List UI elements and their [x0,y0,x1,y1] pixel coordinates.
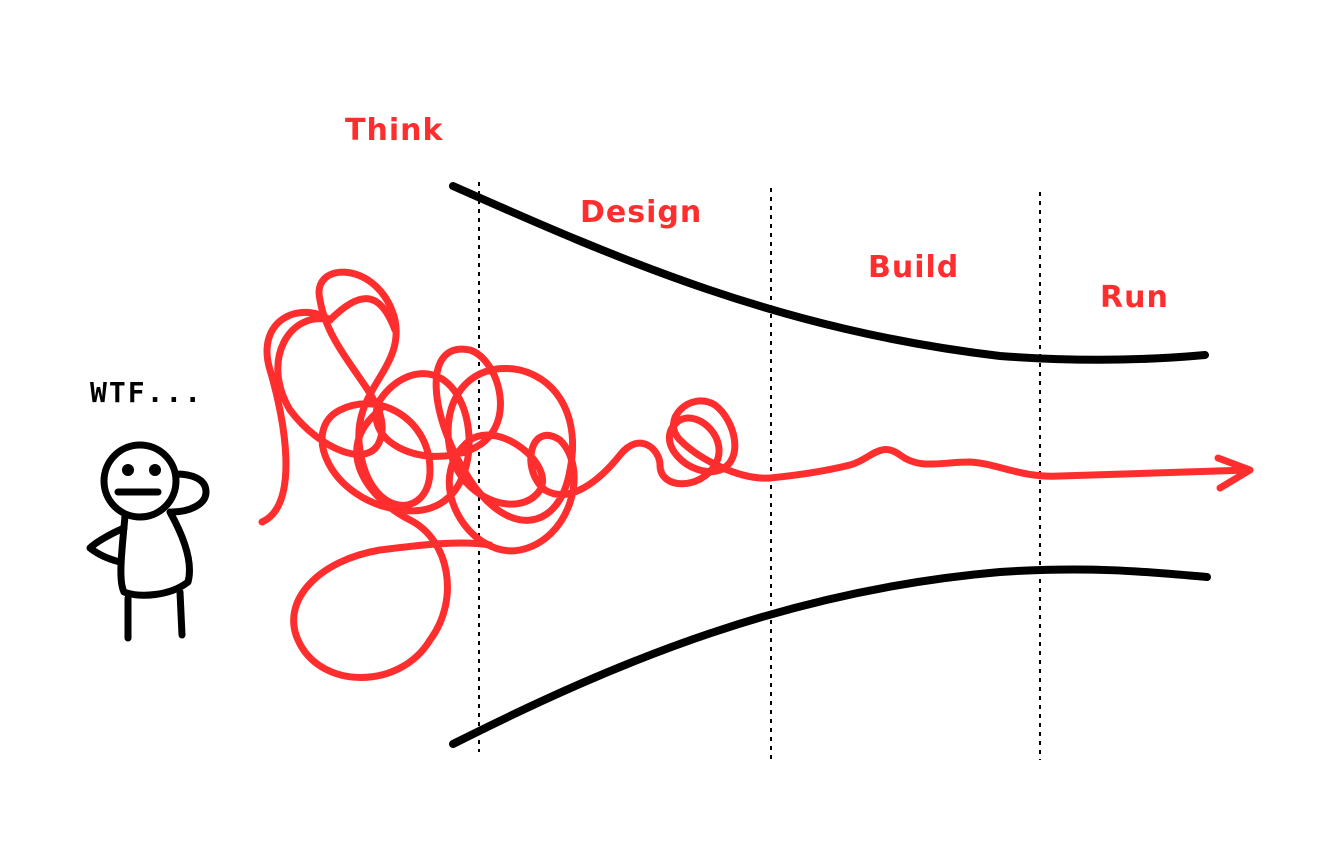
figure-arm-left [86,524,128,566]
scribble-path [258,268,1252,555]
funnel-bottom-curve [449,565,1211,748]
phase-label-build: Build [868,250,959,285]
phase-label-design: Design [580,195,702,230]
funnel [449,182,1211,748]
scribble-loop-upper [326,295,399,334]
figure-arm-right [168,470,210,516]
arrow-head [1214,454,1254,492]
phase-label-run: Run [1100,280,1169,315]
figure-eye-left [122,464,134,476]
funnel-top-curve [449,182,1209,364]
tangled-process-line [258,268,1254,681]
figure-eye-right [149,464,161,476]
figure-speech-text: WTF... [90,376,203,409]
phase-label-think: Think [345,113,443,148]
figure-body [117,508,193,599]
figure-leg-right [176,588,186,639]
phase-labels: Think Design Build Run [345,113,1169,315]
confused-stick-figure [86,441,210,642]
figure-head [100,441,180,521]
scribble-loop-lower [290,406,494,681]
